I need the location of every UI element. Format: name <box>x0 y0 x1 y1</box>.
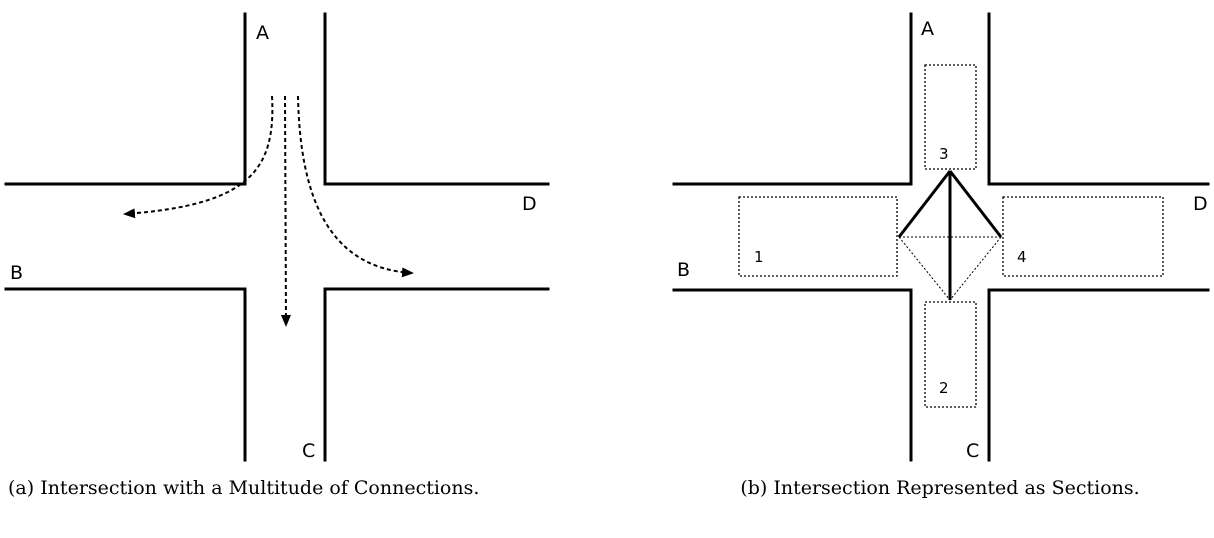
road-edge-north-west <box>672 12 913 186</box>
road-edge-north-east <box>987 12 1210 186</box>
road-label-c: C <box>966 440 979 462</box>
road-edge-south-west <box>4 287 247 462</box>
road-label-b: B <box>10 262 23 284</box>
section-number-3: 3 <box>939 145 949 163</box>
road-edge-north-east <box>323 12 550 186</box>
section-box-2 <box>924 301 977 408</box>
connection-arrow-a-to-c <box>280 95 291 327</box>
section-number-1: 1 <box>754 248 764 266</box>
link-3-1 <box>897 170 952 238</box>
link-4-2 <box>949 236 1002 301</box>
section-number-2: 2 <box>939 379 949 397</box>
road-label-c: C <box>302 440 315 462</box>
figure-caption-a: (a) Intersection with a Multitude of Con… <box>8 477 480 499</box>
road-label-a: A <box>256 22 269 44</box>
road-label-d: D <box>1193 193 1208 215</box>
connection-arrow-a-to-b <box>123 95 274 219</box>
link-3-4 <box>948 170 1003 238</box>
section-box-1 <box>738 196 898 277</box>
road-label-d: D <box>522 193 537 215</box>
panel-a-label-layer: D <box>522 193 537 215</box>
road-edge-south-west <box>672 288 913 462</box>
figure-caption-b: (b) Intersection Represented as Sections… <box>740 477 1140 499</box>
road-edge-south-east <box>323 287 550 462</box>
section-box-4 <box>1002 196 1164 277</box>
road-label-b: B <box>677 259 690 281</box>
road-edge-north-west <box>4 12 247 186</box>
link-1-2 <box>898 236 951 301</box>
road-label-a: A <box>921 18 934 40</box>
section-box-3 <box>924 64 977 170</box>
section-number-4: 4 <box>1017 248 1027 266</box>
intersection-sections-diagram: 1 2 3 4 A B C D <box>672 12 1210 462</box>
connection-arrow-a-to-d <box>297 95 414 278</box>
intersection-connections-diagram: A B C D <box>4 12 550 462</box>
road-edge-south-east <box>987 288 1210 462</box>
